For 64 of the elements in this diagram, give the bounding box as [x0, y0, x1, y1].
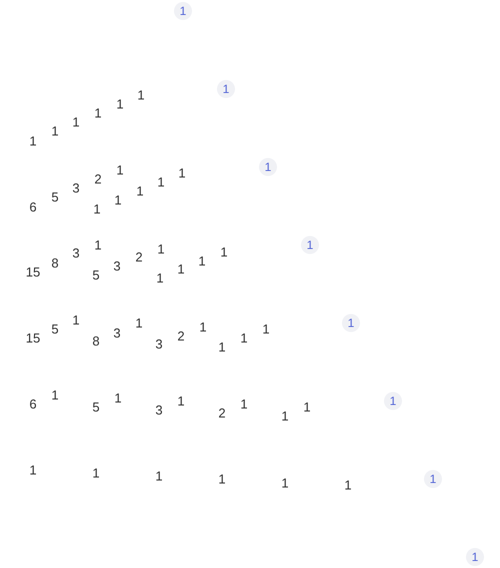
- number-label: 1: [135, 316, 143, 330]
- number-label: 1: [178, 166, 186, 180]
- number-label: 1: [114, 392, 122, 404]
- number-label: 1: [199, 320, 207, 334]
- number-label: 5: [51, 322, 59, 336]
- number-label: 2: [94, 172, 102, 186]
- number-label: 8: [92, 334, 100, 348]
- number-label: 3: [72, 246, 80, 260]
- number-label: 1: [29, 464, 37, 476]
- number-label: 2: [218, 406, 226, 420]
- number-label: 1: [72, 116, 80, 128]
- number-label: 1: [344, 478, 352, 492]
- number-label: 1: [240, 332, 248, 344]
- number-label: 1: [94, 106, 102, 120]
- number-label: 1: [157, 242, 165, 256]
- number-label: 1: [262, 322, 270, 336]
- number-label: 15: [26, 266, 40, 278]
- number-label: 1: [177, 262, 185, 276]
- circled-number: 1: [384, 392, 402, 410]
- number-label: 3: [155, 404, 163, 416]
- circled-number: 1: [301, 236, 319, 254]
- circled-number: 1: [466, 548, 484, 566]
- number-label: 5: [92, 268, 100, 282]
- number-label: 1: [116, 164, 124, 176]
- number-label: 1: [116, 98, 124, 110]
- number-label: 1: [72, 314, 80, 326]
- number-label: 5: [51, 190, 59, 204]
- number-label: 1: [29, 134, 37, 148]
- number-label: 1: [218, 340, 226, 354]
- number-label: 15: [26, 332, 40, 344]
- circled-number: 1: [342, 314, 360, 332]
- number-label: 1: [136, 184, 144, 198]
- number-label: 1: [177, 394, 185, 408]
- number-label: 1: [198, 254, 206, 268]
- number-label: 1: [137, 88, 145, 102]
- number-label: 5: [92, 400, 100, 414]
- number-label: 1: [51, 388, 59, 402]
- number-label: 3: [113, 260, 121, 272]
- number-label: 3: [113, 326, 121, 340]
- number-label: 1: [93, 202, 101, 216]
- circled-number: 1: [217, 80, 235, 98]
- number-label: 1: [114, 194, 122, 206]
- number-label: 3: [72, 182, 80, 194]
- number-label: 1: [92, 466, 100, 480]
- number-label: 6: [29, 398, 37, 410]
- number-label: 1: [303, 400, 311, 414]
- number-label: 2: [135, 250, 143, 264]
- number-label: 1: [281, 410, 289, 422]
- number-label: 1: [156, 272, 164, 284]
- number-label: 1: [220, 246, 228, 258]
- circled-number: 1: [424, 470, 442, 488]
- number-label: 1: [281, 476, 289, 490]
- number-label: 1: [157, 176, 165, 188]
- number-label: 1: [51, 124, 59, 138]
- number-label: 8: [51, 256, 59, 270]
- number-label: 1: [155, 470, 163, 482]
- number-label: 3: [155, 338, 163, 350]
- number-label: 1: [240, 398, 248, 410]
- number-label: 6: [29, 200, 37, 214]
- number-label: 2: [177, 330, 185, 342]
- circled-number: 1: [174, 2, 192, 20]
- circled-number: 1: [259, 158, 277, 176]
- number-label: 1: [94, 238, 102, 252]
- number-label: 1: [218, 472, 226, 486]
